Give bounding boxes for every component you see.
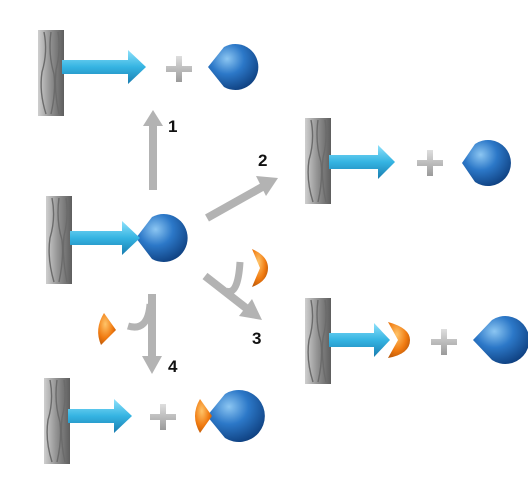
tethered-arrow-icon <box>329 323 390 357</box>
tethered-arrow-icon <box>70 221 140 255</box>
pacman-ligand-icon <box>207 390 265 442</box>
pathway-3-arrow <box>202 261 262 320</box>
pathway-4-label: 4 <box>168 357 178 376</box>
surface-block-icon <box>44 378 70 464</box>
pacman-ligand-icon <box>473 316 528 364</box>
wedge-competitor-icon <box>98 313 116 345</box>
tethered-arrow-icon <box>62 50 146 84</box>
plus-icon <box>166 56 192 82</box>
plus-icon <box>417 150 443 176</box>
pathway-3-label: 3 <box>252 329 261 348</box>
surface-block-icon <box>38 30 64 116</box>
pacman-ligand-icon <box>462 139 511 186</box>
wedge-competitor-icon <box>388 322 410 358</box>
wedge-competitor-icon <box>195 399 212 433</box>
plus-icon <box>431 329 457 355</box>
pacman-ligand-icon <box>208 44 259 91</box>
surface-block-icon <box>46 196 72 284</box>
pathway-2-label: 2 <box>258 151 267 170</box>
surface-block-icon <box>305 298 331 384</box>
tethered-arrow-icon <box>329 145 395 179</box>
pathway-4-arrow <box>126 294 162 374</box>
wedge-competitor-icon <box>252 249 268 287</box>
surface-block-icon <box>305 118 331 204</box>
plus-icon <box>150 404 176 430</box>
pacman-ligand-icon <box>136 214 188 262</box>
pathway-1-label: 1 <box>168 117 177 136</box>
pathway-2-arrow <box>205 176 278 222</box>
pathway-1-arrow <box>143 110 163 190</box>
tethered-arrow-icon <box>68 399 132 433</box>
